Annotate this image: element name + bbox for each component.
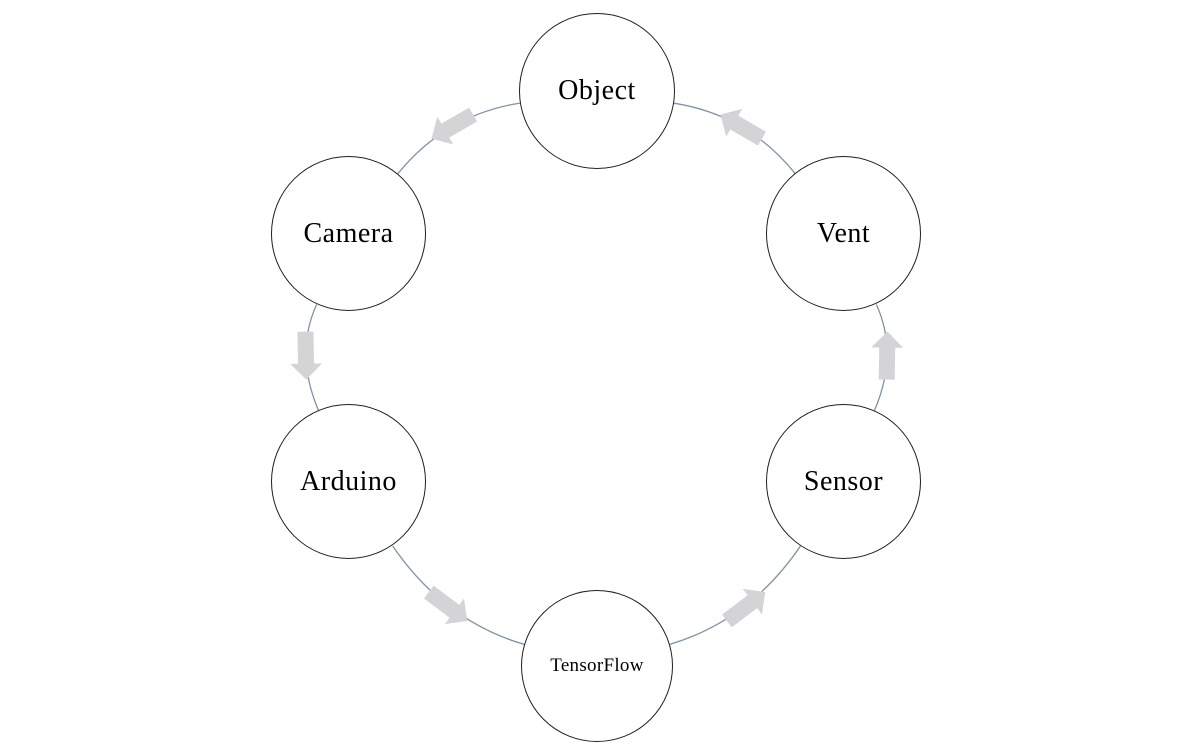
node-arduino: Arduino	[271, 404, 426, 559]
node-object-label: Object	[558, 75, 636, 106]
connector-arduino-tensorflow	[392, 545, 525, 646]
node-vent: Vent	[766, 156, 921, 311]
flow-arrow-sensor-to-vent-icon	[871, 331, 904, 380]
node-camera-label: Camera	[303, 217, 394, 249]
node-camera: Camera	[271, 156, 426, 311]
flow-arrow-object-to-camera-icon	[431, 107, 478, 145]
flow-arrow-tensorflow-to-sensor-icon	[722, 588, 766, 628]
node-sensor: Sensor	[766, 404, 921, 559]
node-object: Object	[519, 13, 675, 169]
flow-arrow-camera-to-arduino-icon	[290, 331, 323, 380]
node-vent-label: Vent	[816, 217, 871, 249]
node-tensorflow: TensorFlow	[521, 590, 673, 742]
connector-tensorflow-sensor	[669, 545, 801, 645]
node-sensor-label: Sensor	[803, 465, 884, 497]
flow-arrow-arduino-to-tensorflow-icon	[424, 585, 468, 625]
node-arduino-label: Arduino	[300, 465, 397, 497]
flow-arrow-vent-to-object-icon	[720, 108, 766, 146]
node-tensorflow-label: TensorFlow	[550, 655, 644, 676]
